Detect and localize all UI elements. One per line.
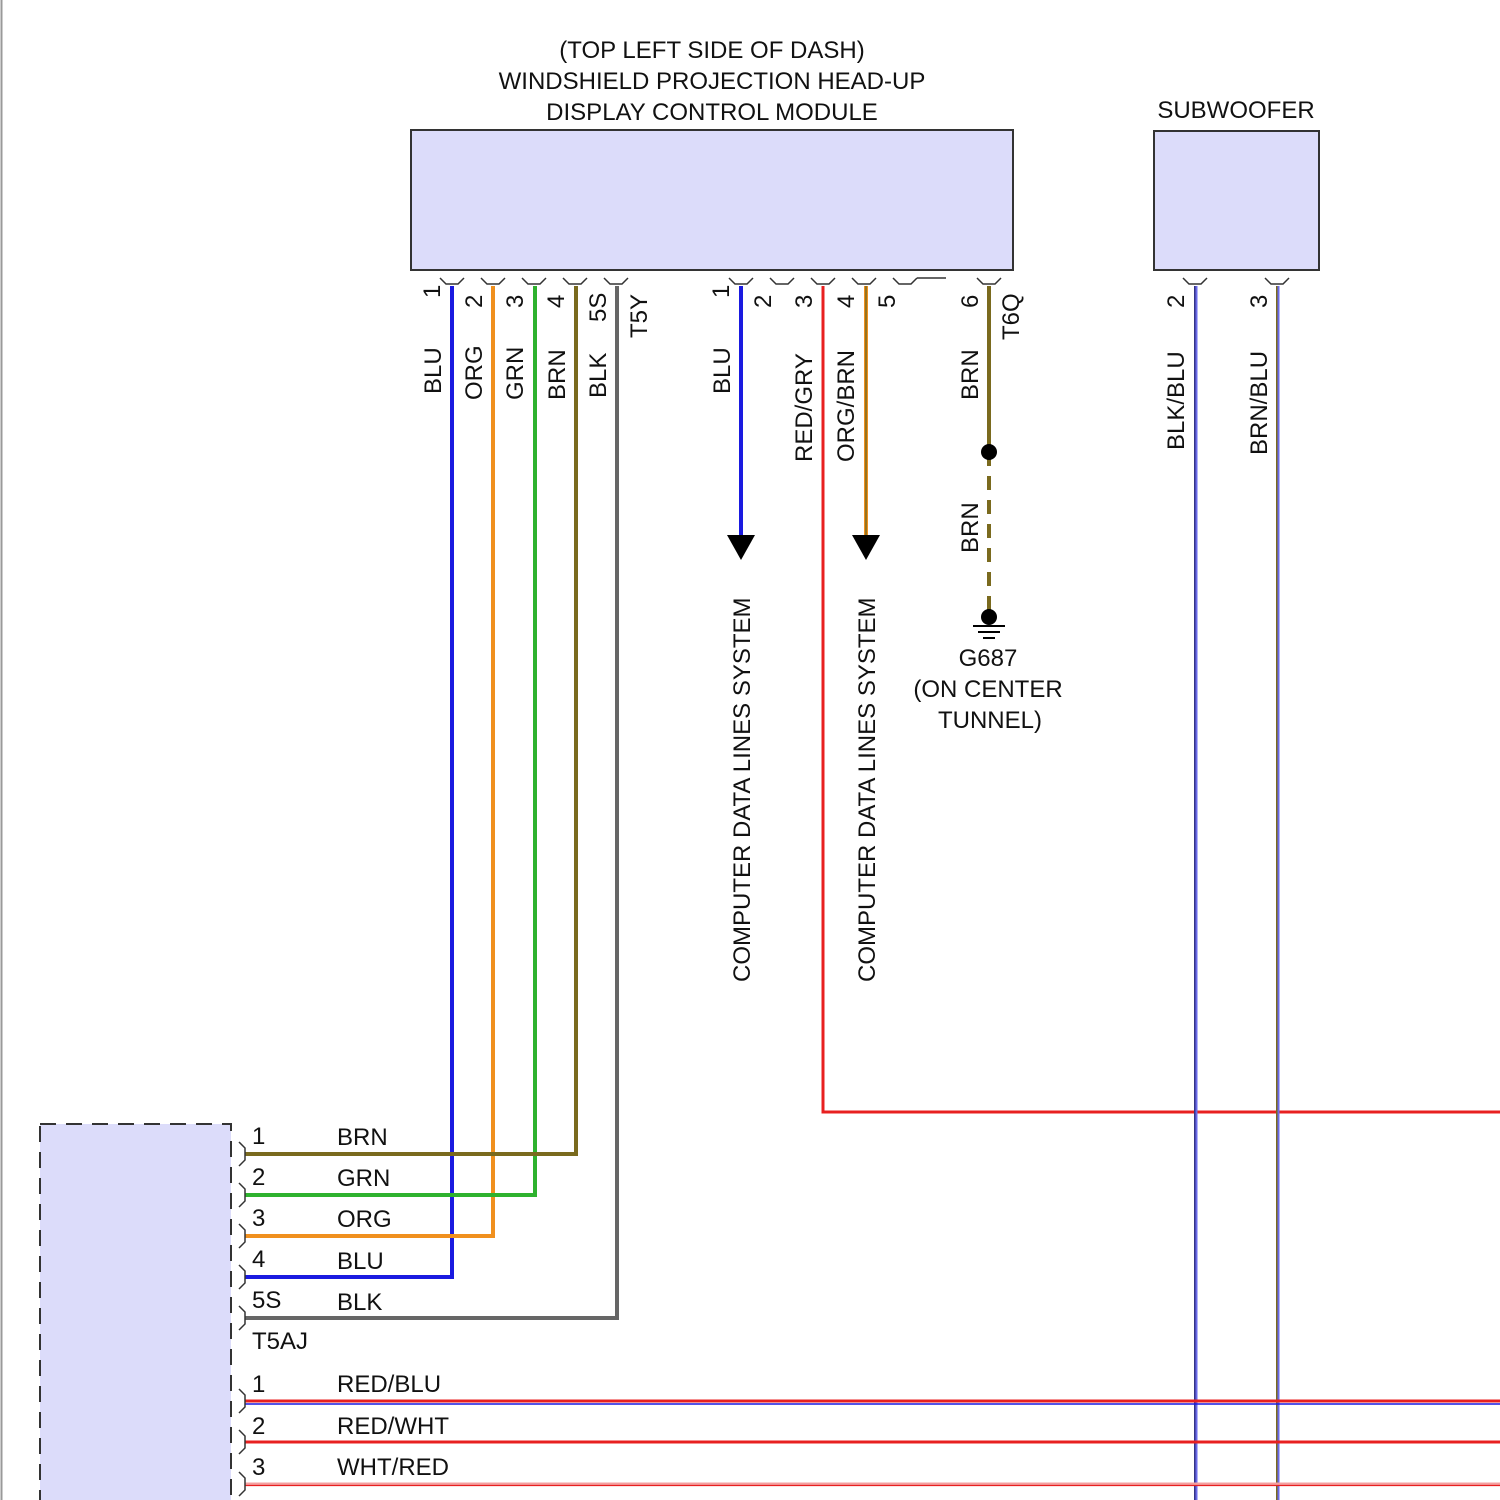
ground-location-line-2: TUNNEL) <box>938 707 1042 734</box>
t5y-pin-2: 2 <box>461 295 488 308</box>
t6q-pin-3: 3 <box>791 295 818 308</box>
hud-connector-pins <box>440 278 1001 284</box>
subwoofer-pin-3: 3 <box>1246 295 1273 308</box>
arrow-down-data-lines-2 <box>852 535 880 560</box>
t6q-pin-5: 5 <box>874 295 901 308</box>
t6q-pin-4: 4 <box>833 295 860 308</box>
lower-wire-1-color: RED/BLU <box>337 1371 441 1398</box>
hud-title-line-3: DISPLAY CONTROL MODULE <box>546 99 878 126</box>
t6q-wire-4-color: ORG/BRN <box>833 350 860 462</box>
t6q-pin-2: 2 <box>750 295 777 308</box>
t5y-pin-5s: 5S <box>585 293 612 322</box>
t5aj-pin-1: 1 <box>252 1123 265 1150</box>
t5aj-wire-3-color: ORG <box>337 1206 392 1233</box>
destination-data-lines-1: COMPUTER DATA LINES SYSTEM <box>729 597 756 982</box>
t6q-pin-1: 1 <box>708 285 735 298</box>
t5aj-wire-2-color: GRN <box>337 1165 390 1192</box>
subwoofer-wire-3-color: BRN/BLU <box>1246 351 1273 455</box>
t5y-wire-3-color: GRN <box>502 347 529 400</box>
t5aj-pin-2: 2 <box>252 1164 265 1191</box>
t5y-pin-3: 3 <box>502 295 529 308</box>
t6q-wire-3-color: RED/GRY <box>791 353 818 462</box>
wire-blk <box>245 286 617 1318</box>
t5y-wire-5s-color: BLK <box>585 353 612 398</box>
t5y-wire-4-color: BRN <box>544 349 571 400</box>
splice-dot <box>981 444 997 460</box>
t6q-wire-1-color: BLU <box>709 347 736 394</box>
t5y-wire-1-color: BLU <box>420 347 447 394</box>
t5aj-wire-5s-color: BLK <box>337 1289 382 1316</box>
hud-title-line-1: (TOP LEFT SIDE OF DASH) <box>559 37 864 64</box>
t5aj-connector-name: T5AJ <box>252 1328 308 1355</box>
subwoofer-connector-pins <box>1183 278 1289 284</box>
lower-wire-2-color: RED/WHT <box>337 1413 449 1440</box>
lower-wire-3-color: WHT/RED <box>337 1454 449 1481</box>
t5y-pin-4: 4 <box>543 295 570 308</box>
ground-wire-color: BRN <box>957 502 984 553</box>
t5y-connector-name: T5Y <box>626 294 653 338</box>
hud-title-line-2: WINDSHIELD PROJECTION HEAD-UP <box>499 68 926 95</box>
t6q-connector-name: T6Q <box>998 293 1025 340</box>
wire-org <box>245 286 493 1236</box>
ground-dot <box>981 609 997 625</box>
ground-location-line-1: (ON CENTER <box>913 676 1062 703</box>
wire-brn <box>245 286 576 1154</box>
lower-pin-3: 3 <box>252 1454 265 1481</box>
t5aj-pin-5s: 5S <box>252 1287 281 1314</box>
t5aj-wire-1-color: BRN <box>337 1124 388 1151</box>
destination-data-lines-2: COMPUTER DATA LINES SYSTEM <box>854 597 881 982</box>
lower-left-component-box <box>40 1124 231 1500</box>
ground-id: G687 <box>959 645 1018 672</box>
t5aj-connector-pins <box>239 1142 245 1496</box>
subwoofer-title: SUBWOOFER <box>1157 97 1314 124</box>
lower-pin-2: 2 <box>252 1413 265 1440</box>
t5aj-pin-4: 4 <box>252 1246 265 1273</box>
t5aj-wire-4-color: BLU <box>337 1248 384 1275</box>
subwoofer-box <box>1154 131 1319 270</box>
subwoofer-pin-2: 2 <box>1163 295 1190 308</box>
hud-control-module: (TOP LEFT SIDE OF DASH) WINDSHIELD PROJE… <box>411 37 1025 462</box>
arrow-down-data-lines-1 <box>727 535 755 560</box>
subwoofer-component: SUBWOOFER 2 3 BLK/BLU BRN/BLU <box>1154 97 1319 455</box>
t5y-pin-1: 1 <box>419 285 446 298</box>
t5aj-pin-3: 3 <box>252 1205 265 1232</box>
t6q-wire-6-color: BRN <box>957 349 984 400</box>
hud-module-box <box>411 130 1013 270</box>
t5y-wire-2-color: ORG <box>461 345 488 400</box>
t6q-pin-6: 6 <box>957 295 984 308</box>
lower-pin-1: 1 <box>252 1371 265 1398</box>
subwoofer-wire-2-color: BLK/BLU <box>1163 351 1190 450</box>
